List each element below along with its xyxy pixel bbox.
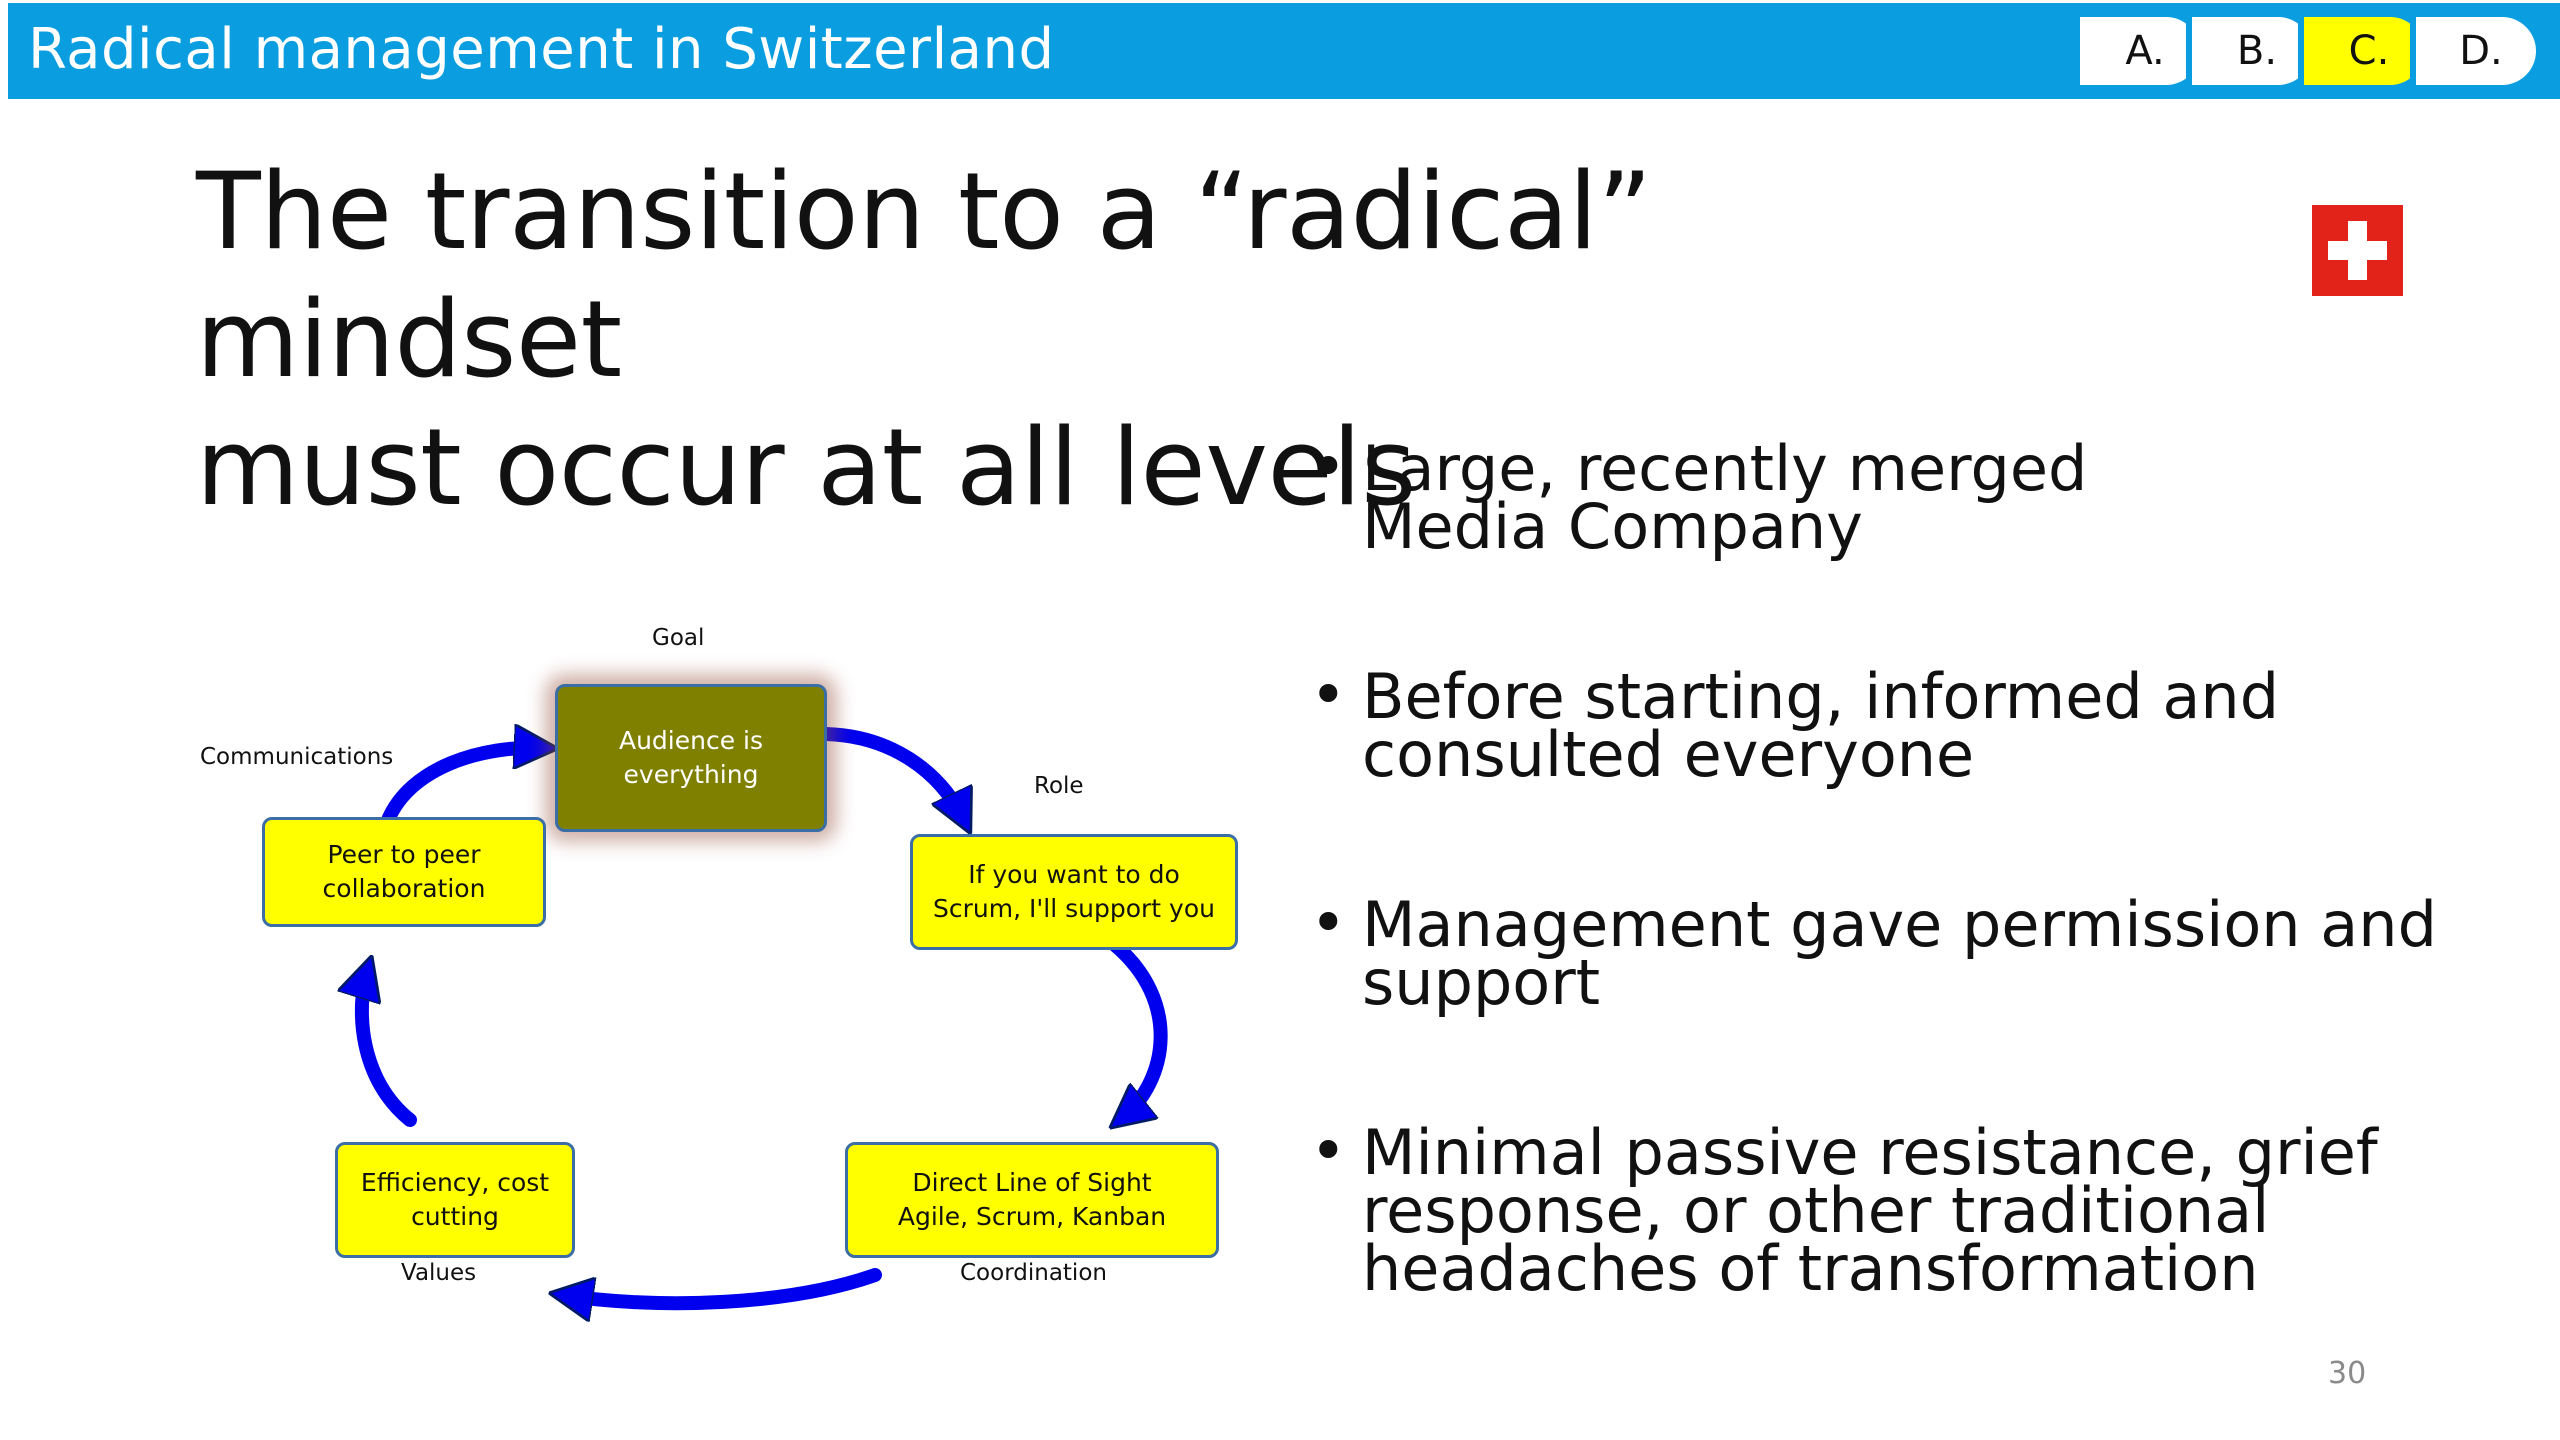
bullet-item-resistance: • Minimal passive resistance, grief resp… xyxy=(1310,1114,2378,1305)
communications-box-peer: Peer to peer collaboration xyxy=(262,817,546,927)
arrow-coordination-to-values xyxy=(562,1268,882,1303)
slide-title-line-2: must occur at all levels xyxy=(196,406,1416,529)
tab-b[interactable]: B. xyxy=(2192,17,2312,85)
bullet-list: • Large, recently merged Media Company •… xyxy=(1310,430,2510,1410)
bullet-dot-icon: • xyxy=(1310,430,1347,503)
label-coordination: Coordination xyxy=(960,1260,1107,1286)
coordination-box-agile: Direct Line of Sight Agile, Scrum, Kanba… xyxy=(845,1142,1219,1258)
bullet-item-merged-company: • Large, recently merged Media Company xyxy=(1310,430,2088,563)
bullet-dot-icon: • xyxy=(1310,886,1347,959)
page-number: 30 xyxy=(2328,1356,2367,1391)
slide-title-line-1: The transition to a “radical” mindset xyxy=(196,150,1652,401)
label-role: Role xyxy=(1034,773,1084,799)
arrow-communications-to-goal xyxy=(381,748,545,827)
header-title: Radical management in Switzerland xyxy=(28,17,1055,82)
values-box-efficiency: Efficiency, cost cutting xyxy=(335,1142,575,1258)
slide-title: The transition to a “radical” mindset mu… xyxy=(196,148,2096,532)
section-tabs: A. B. C. D. xyxy=(2080,17,2540,85)
arrow-role-to-coordination xyxy=(1115,938,1168,1120)
swiss-flag-icon xyxy=(2312,205,2403,296)
tab-a[interactable]: A. xyxy=(2080,17,2200,85)
bullet-dot-icon: • xyxy=(1310,1114,1347,1187)
cycle-arrows xyxy=(0,600,1168,1360)
bullet-item-informed: • Before starting, informed and consulte… xyxy=(1310,658,2280,791)
arrow-goal-to-role xyxy=(819,727,965,822)
goal-box-audience: Audience is everything xyxy=(555,684,827,832)
header-bar: Radical management in Switzerland A. B. … xyxy=(8,3,2560,99)
bullet-dot-icon: • xyxy=(1310,658,1347,731)
label-values: Values xyxy=(401,1260,477,1286)
management-cycle-diagram: Audience is everything If you want to do… xyxy=(0,600,1300,1360)
bullet-item-permission: • Management gave permission and support xyxy=(1310,886,2437,1019)
tab-c[interactable]: C. xyxy=(2304,17,2424,85)
label-communications: Communications xyxy=(200,744,394,770)
role-box-scrum-support: If you want to do Scrum, I'll support yo… xyxy=(910,834,1238,950)
tab-d[interactable]: D. xyxy=(2416,17,2536,85)
arrow-values-to-communications xyxy=(362,968,417,1127)
label-goal: Goal xyxy=(652,625,705,651)
